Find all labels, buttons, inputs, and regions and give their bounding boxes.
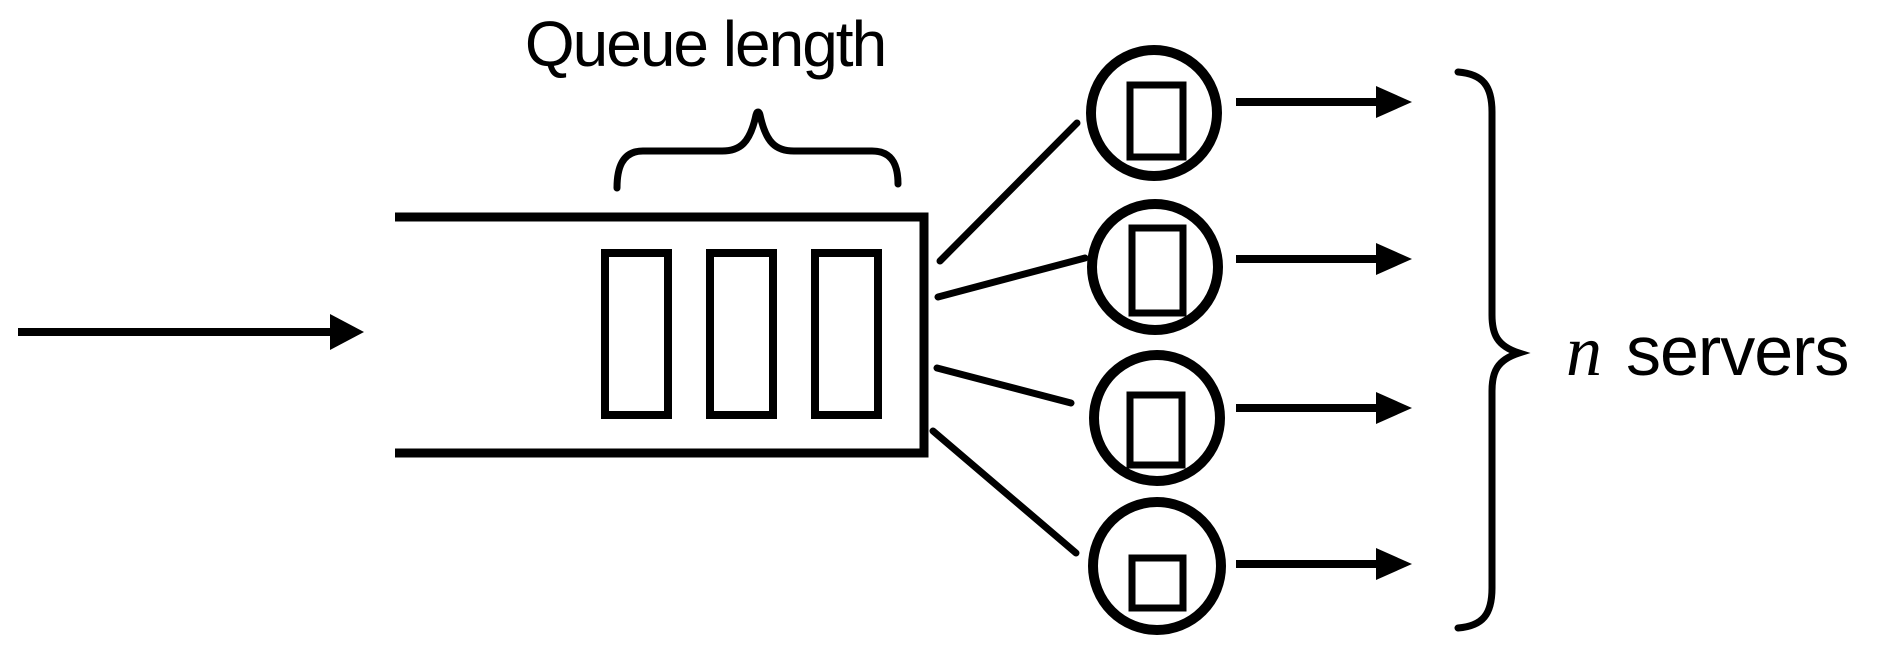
server-job-icon — [1126, 391, 1186, 469]
departure-arrowhead-icon — [1376, 86, 1412, 118]
departure-arrowhead-icon — [1376, 548, 1412, 580]
queue-job-icon — [706, 249, 777, 419]
queue-jobs — [601, 249, 882, 419]
queue-box — [395, 212, 929, 458]
server-job-icon — [1126, 81, 1187, 161]
queue-job-icon — [601, 249, 672, 419]
queue-job-icon — [811, 249, 882, 419]
departure-arrow-1 — [1236, 86, 1412, 118]
departure-arrow-3 — [1236, 392, 1412, 424]
server-circle-icon — [1089, 350, 1225, 486]
servers-count-variable: n — [1566, 311, 1602, 391]
departure-arrow-4 — [1236, 548, 1412, 580]
server-3 — [1089, 350, 1225, 486]
server-circle-icon — [1088, 497, 1226, 635]
server-1 — [1086, 45, 1222, 181]
dispatch-line-4 — [929, 427, 1080, 557]
arrival-arrow — [18, 314, 364, 350]
server-2 — [1087, 199, 1223, 335]
arrival-arrowhead-icon — [330, 314, 364, 350]
departure-arrowhead-icon — [1376, 243, 1412, 275]
departure-arrowhead-icon — [1376, 392, 1412, 424]
queue-length-label: Queue length — [525, 8, 885, 80]
server-circle-icon — [1087, 199, 1223, 335]
n-servers-label: n servers — [1566, 311, 1849, 391]
queue-length-brace — [613, 108, 902, 192]
server-4 — [1088, 497, 1226, 635]
server-job-icon — [1128, 224, 1187, 317]
servers-brace — [1454, 68, 1531, 632]
dispatch-line-3 — [933, 364, 1075, 407]
departure-arrow-2 — [1236, 243, 1412, 275]
dispatch-lines — [929, 119, 1089, 557]
server-job-icon — [1128, 554, 1187, 612]
servers-word: servers — [1626, 312, 1848, 390]
dispatch-line-2 — [934, 254, 1089, 301]
dispatch-line-1 — [936, 119, 1081, 265]
server-circle-icon — [1086, 45, 1222, 181]
